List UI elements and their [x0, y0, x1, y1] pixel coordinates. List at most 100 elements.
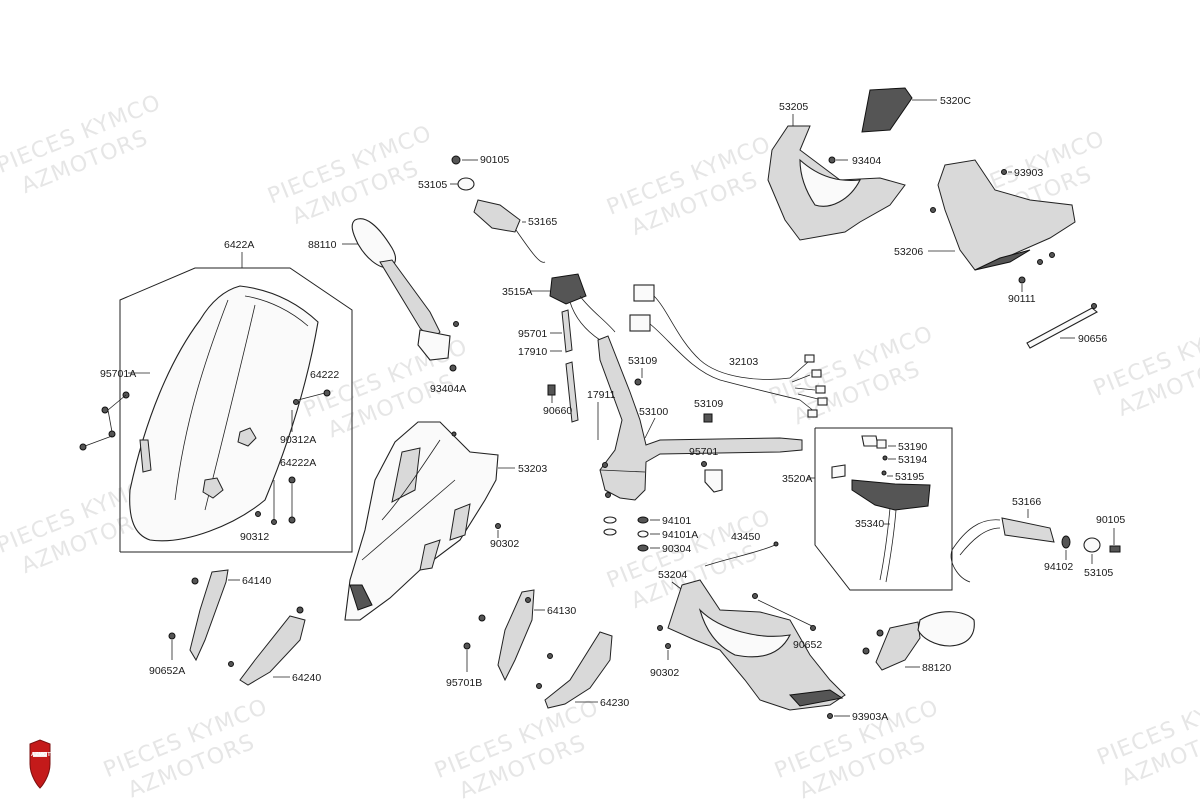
bolt-icon	[547, 384, 556, 396]
left-throttle-tube	[561, 309, 573, 353]
left-mirror-stem	[379, 259, 441, 341]
bolt-icon	[828, 156, 836, 164]
cowl-edge	[381, 439, 441, 521]
lower-cover-trim	[788, 689, 844, 707]
leader-line	[757, 599, 813, 627]
harness-wire	[789, 361, 809, 379]
part-label-6422A: 6422A	[224, 239, 254, 251]
bolt-icon	[271, 519, 277, 525]
nut-icon	[288, 516, 296, 524]
center-brackets-group: 64130 95701B 64230	[446, 589, 629, 709]
part-label-53105-right: 53105	[1084, 567, 1113, 579]
bolt-icon	[605, 492, 611, 498]
part-label-90304: 90304	[662, 543, 691, 555]
cowl-vent	[391, 447, 421, 503]
bolt-icon	[495, 523, 501, 529]
cowl-edge	[361, 479, 456, 561]
part-label-90105-right: 90105	[1096, 514, 1125, 526]
part-label-64222: 64222	[310, 369, 339, 381]
cowl-vent	[449, 503, 471, 541]
part-label-90302-bottom: 90302	[650, 667, 679, 679]
switch-button-icon	[831, 464, 846, 479]
nut-icon	[288, 476, 296, 484]
harness-wire	[794, 387, 816, 391]
part-label-93903A: 93903A	[852, 711, 888, 723]
nut-icon	[876, 629, 884, 637]
bolt-icon	[451, 155, 461, 165]
windshield-line	[174, 299, 229, 501]
azmotors-logo: AZMOTORS	[29, 739, 63, 789]
part-label-90660: 90660	[543, 405, 572, 417]
handlebar-edge	[599, 469, 646, 473]
switch-cable	[879, 507, 891, 581]
windshield-mount	[237, 427, 257, 447]
cowl-trim	[349, 584, 373, 611]
part-label-43450: 43450	[731, 531, 760, 543]
washer-icon	[603, 516, 617, 524]
part-label-88120: 88120	[922, 662, 951, 674]
front-cowl	[344, 421, 499, 621]
part-label-64130: 64130	[547, 605, 576, 617]
bolt-icon	[1037, 259, 1043, 265]
bracket-64240	[239, 615, 306, 686]
clamp-icon	[703, 413, 713, 423]
leader-line	[107, 409, 113, 433]
bracket-64130	[497, 589, 535, 682]
nut-icon	[296, 606, 304, 614]
grip-cable	[959, 527, 1001, 556]
windshield-edge	[244, 295, 309, 327]
logo-band	[33, 752, 47, 757]
bolt-icon	[1109, 545, 1121, 553]
windshield-group: 6422A 95701A 64222 90312A 64222A 90312	[79, 239, 353, 553]
logo-text: AZMOTORS	[31, 752, 63, 758]
part-label-64240: 64240	[292, 672, 321, 684]
part-label-53100: 53100	[639, 406, 668, 418]
switch-cable	[579, 295, 616, 333]
connector-icon	[815, 385, 826, 394]
right-mirror-head	[917, 611, 975, 647]
part-label-95701-right: 95701	[689, 446, 718, 458]
part-label-53109-mid: 53109	[694, 398, 723, 410]
bolt-icon	[101, 406, 109, 414]
bolt-icon	[827, 713, 833, 719]
washer-icon	[603, 528, 617, 536]
part-label-53203: 53203	[518, 463, 547, 475]
leader-line	[107, 394, 127, 411]
bolt-icon	[255, 511, 261, 517]
lower-cover-group: 53204 90302 90652 93903A	[650, 569, 888, 723]
part-label-95701A: 95701A	[100, 368, 136, 380]
part-label-64222A: 64222A	[280, 457, 316, 469]
nut-icon	[463, 642, 471, 650]
part-label-3515A: 3515A	[502, 286, 532, 298]
leader-line	[84, 435, 113, 447]
bolt-icon	[930, 207, 936, 213]
connector-icon	[629, 314, 651, 332]
switch-cable	[569, 301, 601, 341]
connector-icon	[811, 369, 822, 378]
right-switch-group: 3520A 53190 53194 53195 35340	[782, 427, 953, 591]
harness-wire	[649, 323, 801, 401]
grip-cable	[515, 229, 546, 263]
connector-icon	[804, 354, 815, 363]
part-label-53205: 53205	[779, 101, 808, 113]
leader-line	[644, 417, 656, 439]
part-label-93404A: 93404A	[430, 383, 466, 395]
cowl-vent	[419, 539, 441, 571]
nut-icon	[168, 632, 176, 640]
bracket-64140	[189, 569, 229, 662]
right-grip-group: 53166 94102 53105 90105	[950, 496, 1125, 583]
bolt-icon	[1049, 252, 1055, 258]
part-label-93903: 93903	[1014, 167, 1043, 179]
nut-icon	[637, 516, 649, 524]
right-switch-box	[814, 427, 953, 591]
nut-icon	[228, 661, 234, 667]
tie-head-icon	[1091, 303, 1097, 309]
right-mirror-stem	[875, 621, 921, 671]
top-covers-group: 53205 5320C 93404 93903 53206 90111 9065…	[767, 87, 1107, 349]
part-label-53105-left: 53105	[418, 179, 447, 191]
ball-icon	[881, 470, 887, 476]
connector-icon	[817, 397, 828, 406]
front-cowl-group: 53203 90302	[344, 421, 547, 621]
bolt-icon	[525, 597, 531, 603]
